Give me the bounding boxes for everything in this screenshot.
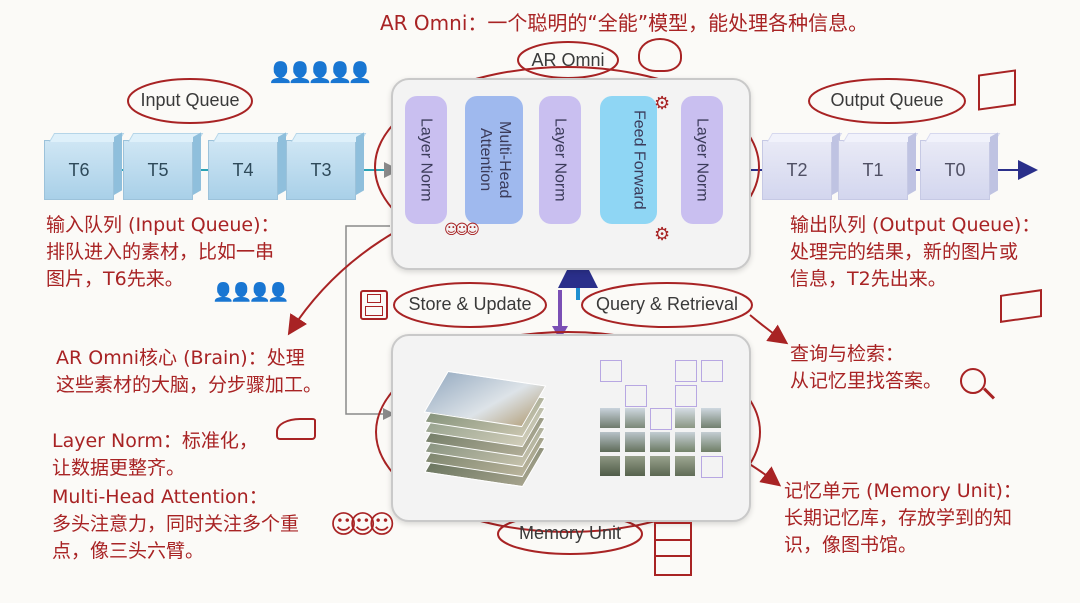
people-queue-icon: 👤👤👤👤👤 [268, 60, 372, 84]
diagram-title: AR Omni：一个聪明的“全能”模型，能处理各种信息。 [380, 11, 869, 35]
save-icon [360, 290, 388, 320]
input-queue-ellipse [127, 78, 253, 124]
output-queue-label: Output Queue [830, 90, 944, 110]
layer-norm-3: Layer Norm [681, 96, 723, 224]
query-retrieval-label: Query & Retrieval [595, 294, 739, 314]
input-queue-label: Input Queue [140, 90, 240, 110]
ar-omni-label: AR Omni [531, 50, 605, 70]
layer-norm-note: Layer Norm：标准化， 让数据更整齐。 [52, 430, 258, 479]
small-heads-icon: ☺☺☺ [444, 222, 480, 238]
gear-icon: ⚙ [654, 93, 671, 114]
brain-icon [638, 38, 682, 72]
output-token-t2: T2 [762, 140, 832, 200]
output-token-t0: T0 [920, 140, 990, 200]
store-update-label: Store & Update [408, 294, 532, 314]
input-queue-note: 输入队列 (Input Queue)： 排队进入的素材，比如一串 图片，T6先来… [46, 214, 280, 290]
iron-icon [276, 418, 316, 440]
query-note: 查询与检索： 从记忆里找答案。 [790, 343, 943, 392]
box-icon [978, 69, 1016, 111]
output-queue-note: 输出队列 (Output Queue)： 处理完的结果，新的图片或 信息，T2先… [790, 214, 1041, 290]
memory-ellipse [375, 331, 761, 533]
attention-note: Multi-Head Attention： 多头注意力，同时关注多个重 点，像三… [52, 486, 300, 562]
memory-tile-grid [600, 360, 723, 478]
input-token-t3: T3 [286, 140, 356, 200]
input-token-t6: T6 [44, 140, 114, 200]
layer-norm-1: Layer Norm [405, 96, 447, 224]
three-heads-icon: ☺☺☺ [330, 510, 395, 540]
core-note: AR Omni核心 (Brain)：处理 这些素材的大脑，分步骤加工。 [56, 347, 323, 396]
memory-note: 记忆单元 (Memory Unit)： 长期记忆库，存放学到的知 识，像图书馆。 [784, 480, 1022, 556]
bookshelf-icon [654, 522, 692, 576]
gear-icon: ⚙ [654, 224, 671, 245]
layer-norm-2: Layer Norm [539, 96, 581, 224]
multi-head-attention-block: Multi-Head Attention [465, 96, 523, 224]
output-token-t1: T1 [838, 140, 908, 200]
memory-unit-label: Memory Unit [518, 523, 621, 543]
box-icon [1000, 289, 1042, 323]
magnifier-icon [960, 368, 986, 394]
input-token-t5: T5 [123, 140, 193, 200]
input-token-t4: T4 [208, 140, 278, 200]
feed-forward-block: Feed Forward [600, 96, 657, 224]
output-queue-ellipse [808, 78, 966, 124]
people-queue-icon: 👤👤👤👤 [212, 282, 290, 303]
